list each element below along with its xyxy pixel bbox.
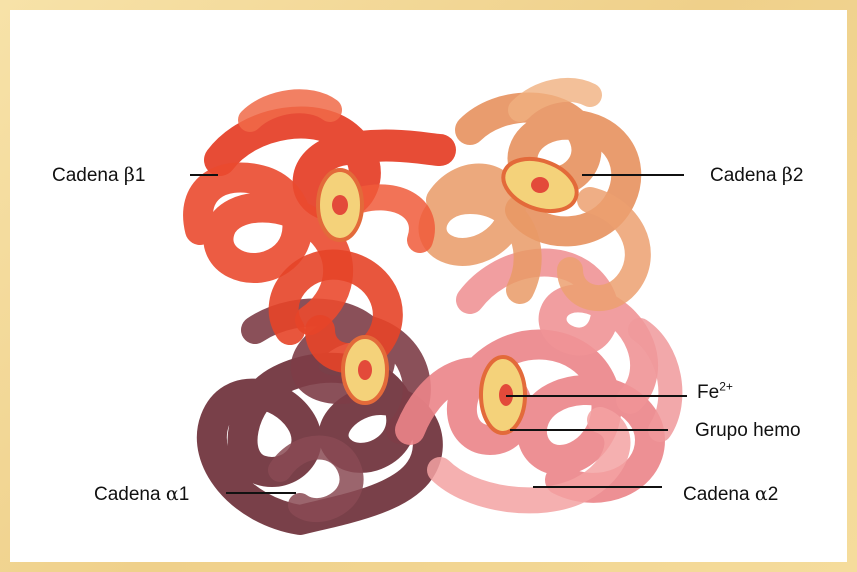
label-iron: Fe2+ [697,382,733,404]
label-beta2-number: 2 [793,165,804,186]
heme-beta1 [318,170,362,240]
label-alpha2-prefix: Cadena [683,484,750,505]
label-alpha2: Cadena α2 [683,483,778,506]
label-iron-charge: 2+ [719,380,733,394]
label-heme-text: Grupo hemo [695,420,801,441]
label-beta2-symbol: β [782,164,793,186]
label-beta2-prefix: Cadena [710,165,777,186]
label-alpha2-number: 2 [768,484,779,505]
label-alpha1-prefix: Cadena [94,484,161,505]
label-alpha1: Cadena α1 [94,483,189,506]
label-alpha1-number: 1 [179,484,190,505]
label-alpha2-symbol: α [755,483,768,505]
heme-alpha1 [343,337,387,403]
label-beta1-prefix: Cadena [52,165,119,186]
label-iron-base: Fe [697,382,719,403]
label-heme: Grupo hemo [695,420,801,442]
beta1-chain [198,101,440,358]
label-beta1-symbol: β [124,164,135,186]
label-beta1: Cadena β1 [52,164,145,187]
label-beta2: Cadena β2 [710,164,803,187]
label-alpha1-symbol: α [166,483,179,505]
label-beta1-number: 1 [135,165,146,186]
